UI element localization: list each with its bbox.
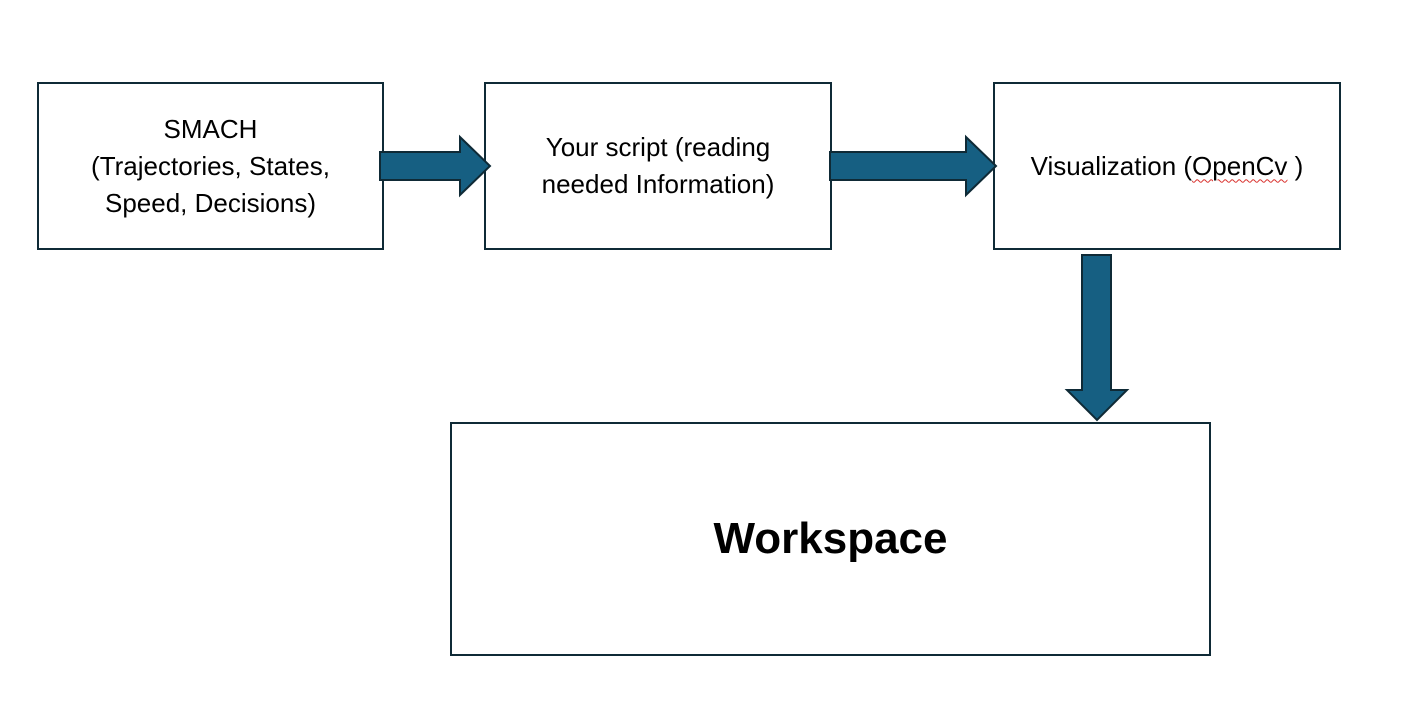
visualization-node-label: Visualization (OpenCv ): [1031, 148, 1304, 185]
smach-node: SMACH (Trajectories, States, Speed, Deci…: [37, 82, 384, 250]
script-line-1: Your script (reading: [545, 132, 771, 162]
workspace-label: Workspace: [713, 514, 948, 563]
arrow-visualization-to-workspace: [1064, 254, 1130, 422]
visualization-line: Visualization (OpenCv ): [1031, 148, 1304, 185]
script-line-2: needed Information): [541, 169, 775, 199]
workspace-node: Workspace: [450, 422, 1211, 656]
visualization-suffix: ): [1287, 150, 1304, 181]
visualization-node: Visualization (OpenCv ): [993, 82, 1341, 250]
script-node-label: Your script (reading needed Information): [542, 129, 775, 203]
arrow-script-to-visualization: [829, 134, 998, 198]
smach-node-label: SMACH (Trajectories, States, Speed, Deci…: [91, 111, 330, 222]
smach-detail-line-2: Speed, Decisions): [104, 187, 316, 218]
arrow-smach-to-script: [379, 134, 492, 198]
smach-detail-line-1: (Trajectories, States,: [91, 150, 330, 181]
opencv-flagged-word: OpenCv: [1192, 150, 1288, 181]
script-node: Your script (reading needed Information): [484, 82, 832, 250]
visualization-prefix: Visualization (: [1030, 150, 1193, 181]
smach-title: SMACH: [163, 113, 258, 144]
